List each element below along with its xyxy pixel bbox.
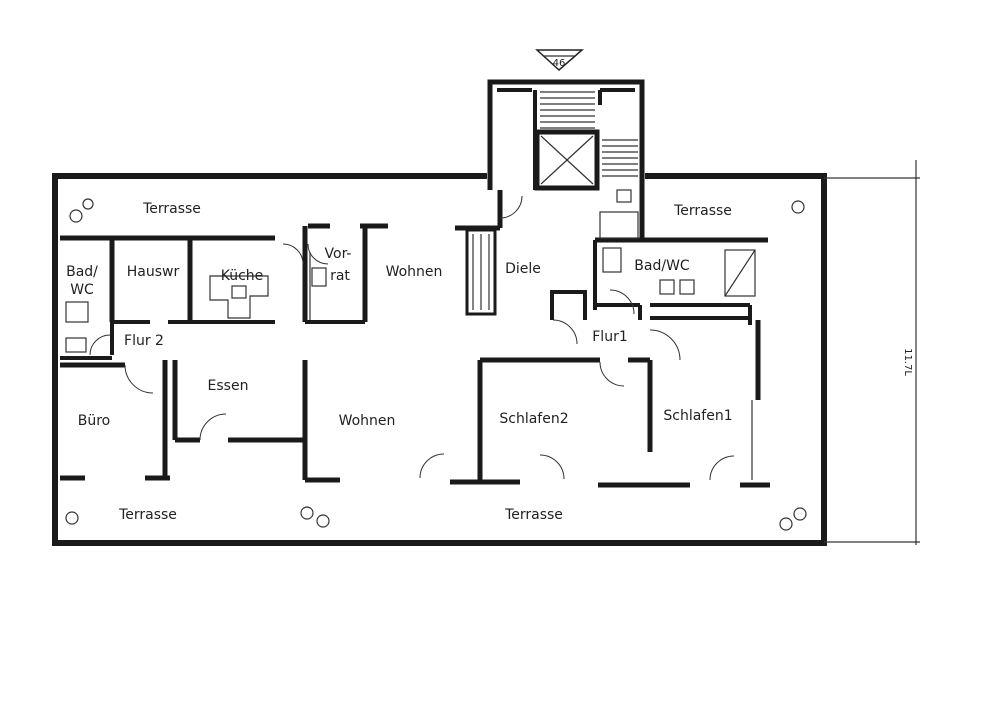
label-bad-wc-left-1: Bad/ bbox=[66, 264, 98, 280]
label-vorrat-1: Vor- bbox=[325, 246, 352, 262]
dimension-label: 11.7L bbox=[902, 348, 913, 376]
label-bad-wc-right: Bad/WC bbox=[634, 258, 690, 274]
label-schlafen1: Schlafen1 bbox=[663, 408, 732, 424]
label-flur1: Flur1 bbox=[592, 329, 627, 345]
interior-walls bbox=[60, 176, 770, 488]
staircase: 46 bbox=[487, 49, 645, 191]
label-vorrat-2: rat bbox=[330, 268, 350, 284]
label-schlafen2: Schlafen2 bbox=[499, 411, 568, 427]
dimension-line: 11.7L bbox=[824, 160, 920, 545]
outer-walls bbox=[52, 172, 827, 546]
furniture bbox=[65, 252, 327, 353]
label-bad-wc-left-2: WC bbox=[70, 282, 94, 298]
stair-marker: 46 bbox=[535, 49, 585, 72]
label-terrasse-bottom-left: Terrasse bbox=[118, 507, 177, 523]
stair-treads-upper bbox=[540, 91, 595, 129]
label-hauswr: Hauswr bbox=[127, 264, 180, 280]
label-kueche: Küche bbox=[221, 268, 264, 284]
stair-treads-lower bbox=[602, 139, 638, 177]
label-flur2: Flur 2 bbox=[124, 333, 164, 349]
planters bbox=[65, 198, 807, 531]
label-essen: Essen bbox=[208, 378, 249, 394]
door-swings bbox=[89, 195, 735, 481]
room-labels: Terrasse Terrasse Bad/ WC Hauswr Küche V… bbox=[66, 201, 733, 523]
label-terrasse-top-left: Terrasse bbox=[142, 201, 201, 217]
elevator-shaft bbox=[534, 129, 600, 191]
label-wohnen-top: Wohnen bbox=[386, 264, 443, 280]
stair-marker-label: 46 bbox=[553, 58, 566, 69]
label-terrasse-bottom-right: Terrasse bbox=[504, 507, 563, 523]
label-terrasse-top-right: Terrasse bbox=[673, 203, 732, 219]
label-buero: Büro bbox=[78, 413, 111, 429]
label-diele: Diele bbox=[505, 261, 541, 277]
label-wohnen-main: Wohnen bbox=[339, 413, 396, 429]
